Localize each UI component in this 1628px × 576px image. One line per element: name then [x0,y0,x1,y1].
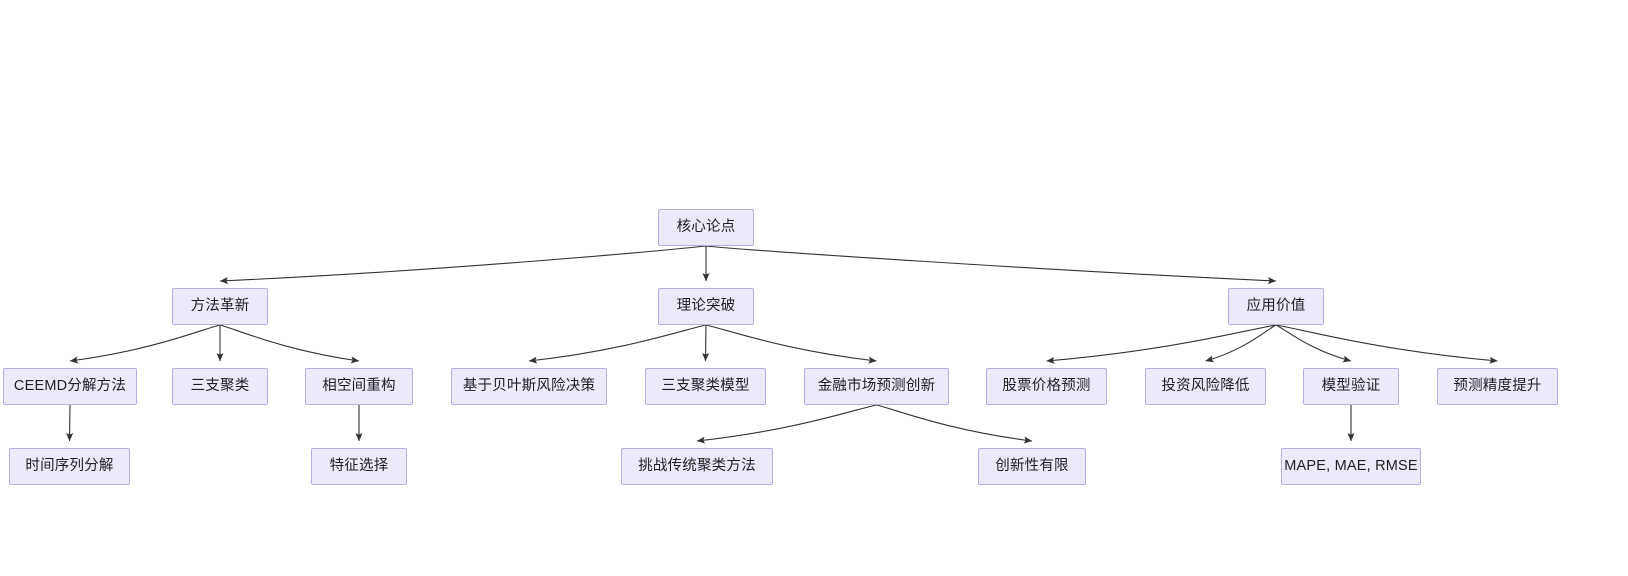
node-l3a2[interactable]: 三支聚类 [172,368,268,405]
node-l2c[interactable]: 应用价值 [1228,288,1324,325]
edge-l2c-to-l3c2 [1205,324,1277,363]
node-l2b[interactable]: 理论突破 [658,288,754,325]
node-l3c3[interactable]: 模型验证 [1303,368,1399,405]
node-l3b1[interactable]: 基于贝叶斯风险决策 [451,368,607,405]
node-l3b3[interactable]: 金融市场预测创新 [804,368,949,405]
edge-l3b3-to-l4b2 [876,404,1033,444]
node-label: 三支聚类模型 [661,378,750,395]
node-root[interactable]: 核心论点 [658,209,754,246]
node-label: 预测精度提升 [1453,378,1542,395]
node-label: 时间序列分解 [25,458,114,475]
node-label: 挑战传统聚类方法 [638,458,756,475]
edge-l2a-to-l3a3 [219,324,360,364]
edge-l2a-to-l3a1 [69,324,221,364]
node-label: 股票价格预测 [1002,378,1091,395]
node-l3a3[interactable]: 相空间重构 [305,368,413,405]
node-l4a1[interactable]: 时间序列分解 [9,448,130,485]
edge-l2c-to-l3c3 [1275,324,1352,363]
node-label: 应用价值 [1246,298,1306,315]
node-label: MAPE, MAE, RMSE [1284,458,1418,475]
edge-l3b3-to-l4b1 [696,404,877,444]
edge-l2b-to-l3b2 [702,324,710,362]
node-label: 模型验证 [1321,378,1381,395]
node-l3b2[interactable]: 三支聚类模型 [645,368,766,405]
edge-l3a1-to-l4a1 [66,404,74,442]
node-label: 三支聚类 [190,378,250,395]
node-label: CEEMD分解方法 [13,378,127,395]
node-l3c4[interactable]: 预测精度提升 [1437,368,1558,405]
node-label: 方法革新 [190,298,250,315]
node-l4c1[interactable]: MAPE, MAE, RMSE [1281,448,1421,485]
edge-root-to-l2c [705,245,1277,285]
edge-l2c-to-l3c1 [1046,324,1277,364]
node-l3c1[interactable]: 股票价格预测 [986,368,1107,405]
edge-root-to-l2a [219,245,707,285]
node-label: 理论突破 [676,298,736,315]
node-l3c2[interactable]: 投资风险降低 [1145,368,1266,405]
node-label: 基于贝叶斯风险决策 [462,378,596,395]
node-label: 金融市场预测创新 [817,378,936,395]
edge-l2c-to-l3c4 [1275,324,1498,364]
node-l3a1[interactable]: CEEMD分解方法 [3,368,137,405]
node-label: 投资风险降低 [1161,378,1250,395]
node-l4a2[interactable]: 特征选择 [311,448,407,485]
node-label: 创新性有限 [995,458,1069,475]
node-l4b2[interactable]: 创新性有限 [978,448,1086,485]
node-label: 相空间重构 [322,378,396,395]
edge-l2b-to-l3b3 [705,324,877,364]
edge-l2b-to-l3b1 [528,324,707,364]
node-label: 核心论点 [676,219,736,236]
node-l4b1[interactable]: 挑战传统聚类方法 [621,448,773,485]
node-label: 特征选择 [329,458,389,475]
edge-paths [66,245,1498,444]
node-l2a[interactable]: 方法革新 [172,288,268,325]
